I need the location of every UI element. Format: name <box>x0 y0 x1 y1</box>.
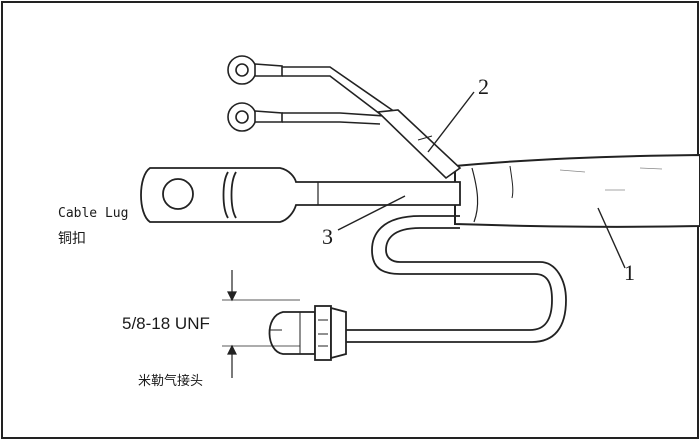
callout-2: 2 <box>478 74 489 99</box>
callout-1: 1 <box>624 260 635 285</box>
miller-fitting <box>268 305 347 361</box>
dimension-marks <box>222 270 300 378</box>
cable-lug-label: Cable Lug <box>58 206 129 221</box>
fitting-cn-label: 米勒气接头 <box>138 374 204 389</box>
gas-tube <box>345 215 567 343</box>
thread-spec-label: 5/8-18 UNF <box>122 314 210 333</box>
main-cable <box>454 153 700 228</box>
cable-lug-cn-label: 铜扣 <box>58 231 86 247</box>
signal-leads <box>227 55 462 180</box>
cable-lug-assembly <box>140 167 461 223</box>
callout-leaders <box>337 91 626 269</box>
callout-3: 3 <box>322 224 333 249</box>
